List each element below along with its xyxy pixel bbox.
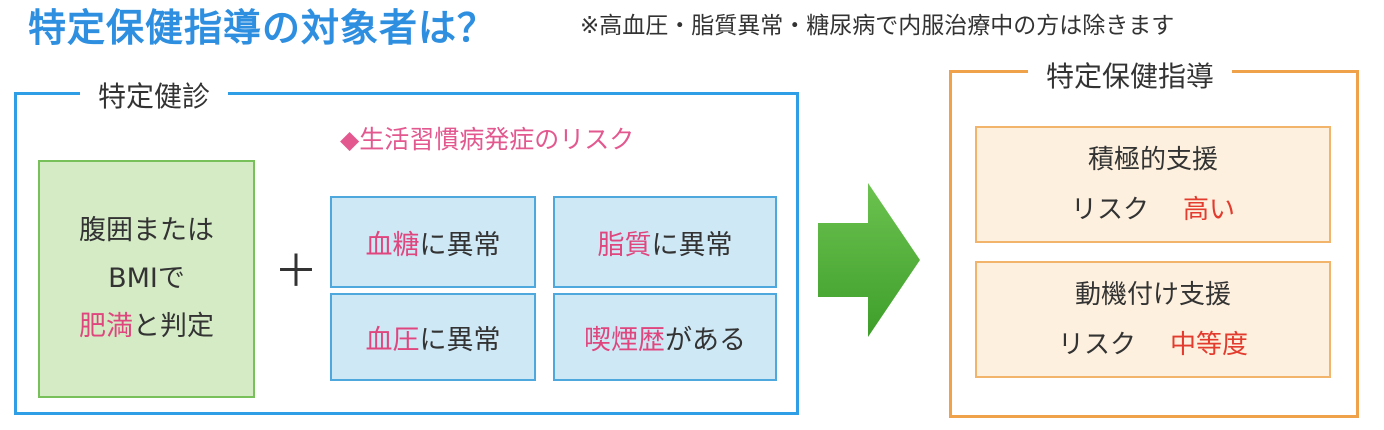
obesity-line-3-rest: と判定 (133, 311, 214, 342)
support-name: 積極的支援 (1087, 144, 1218, 175)
risk-highlight: 脂質 (597, 229, 652, 261)
kenshin-label: 特定健診 (80, 79, 229, 115)
exclusion-note: ※高血圧・脂質異常・糖尿病で内服治療中の方は除きます (580, 13, 1175, 39)
support-name: 動機付け支援 (1074, 279, 1231, 310)
risk-label: リスク (1057, 329, 1136, 360)
risk-box-lipid: 脂質に異常 (553, 196, 777, 288)
risk-label: リスク (1070, 194, 1149, 225)
risk-box-blood-pressure: 血圧に異常 (330, 293, 536, 381)
risk-highlight: 血圧 (365, 324, 420, 356)
risk-rest: に異常 (651, 229, 733, 261)
risk-rest: に異常 (419, 324, 501, 356)
risk-rest: がある (665, 324, 746, 356)
motivational-support-box: 動機付け支援 リスク 中等度 (975, 261, 1331, 378)
risk-highlight: 喫煙歴 (584, 324, 665, 356)
risk-box-blood-sugar: 血糖に異常 (330, 196, 536, 288)
active-support-box: 積極的支援 リスク 高い (975, 126, 1331, 243)
risk-highlight: 血糖 (365, 229, 420, 261)
shidou-label: 特定保健指導 (1028, 59, 1233, 95)
obesity-line-3: 肥満と判定 (79, 303, 214, 351)
risk-level: 中等度 (1170, 329, 1249, 360)
right-arrow-icon (818, 183, 920, 337)
obesity-line-1: 腹囲または (79, 215, 214, 246)
risk-rest: に異常 (419, 229, 501, 261)
risk-box-smoking: 喫煙歴がある (553, 293, 777, 381)
risk-level: 高い (1183, 194, 1236, 225)
obesity-line-2: BMIで (108, 263, 185, 294)
kenshin-frame (14, 92, 799, 415)
support-risk-line: リスク 高い (1071, 185, 1235, 235)
plus-sign: ＋ (274, 246, 318, 297)
support-risk-line: リスク 中等度 (1058, 320, 1248, 370)
risk-heading: ◆生活習慣病発症のリスク (340, 125, 635, 154)
obesity-highlight: 肥満 (79, 311, 133, 342)
page-title: 特定保健指導の対象者は？ (28, 6, 497, 50)
obesity-criteria-box: 腹囲または BMIで 肥満と判定 (38, 160, 255, 398)
